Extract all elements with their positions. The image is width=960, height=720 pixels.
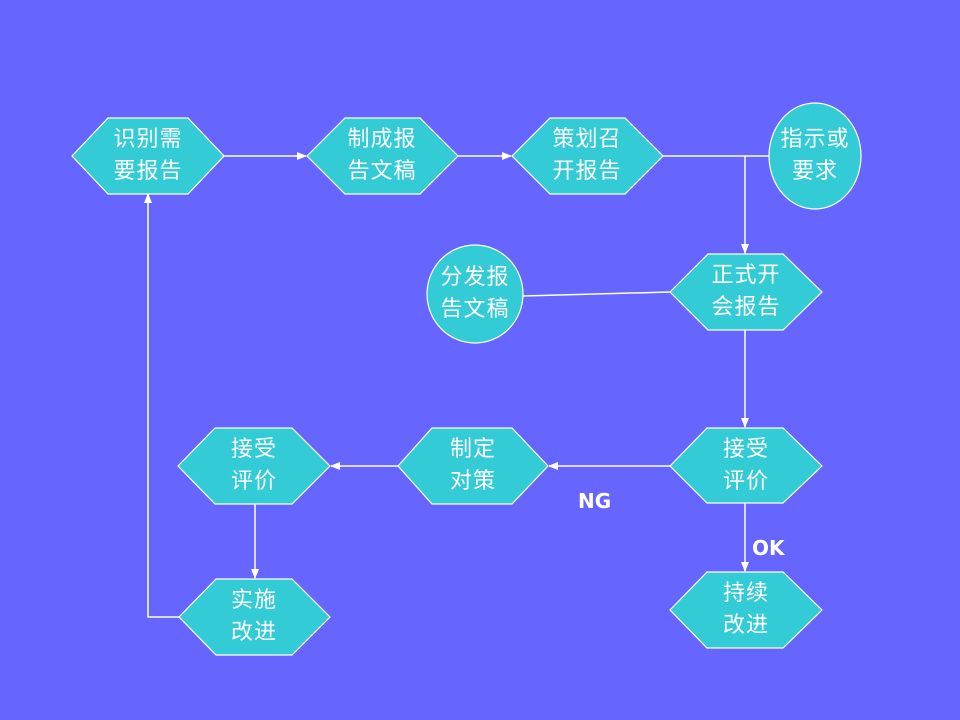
node-plan-hexagon[interactable]: [511, 117, 664, 195]
node-countermeasure-hexagon[interactable]: [397, 427, 549, 505]
node-instruction-ellipse[interactable]: [768, 102, 862, 210]
node-meeting-hexagon[interactable]: [669, 253, 823, 331]
node-continuous-hexagon[interactable]: [669, 571, 823, 649]
node-implement-hexagon[interactable]: [178, 578, 331, 656]
edge-distribute-to-meeting: [522, 291, 671, 297]
edge-implement-loop-to-identify: [144, 193, 179, 618]
node-accept-left-hexagon[interactable]: [177, 427, 331, 505]
node-identify-hexagon[interactable]: [71, 117, 225, 195]
edge-label-ok: OK: [752, 536, 785, 560]
node-accept-right-hexagon[interactable]: [669, 427, 823, 504]
edge-label-ng: NG: [578, 489, 612, 513]
node-draft-hexagon[interactable]: [306, 117, 459, 195]
node-distribute-ellipse[interactable]: [426, 244, 524, 344]
